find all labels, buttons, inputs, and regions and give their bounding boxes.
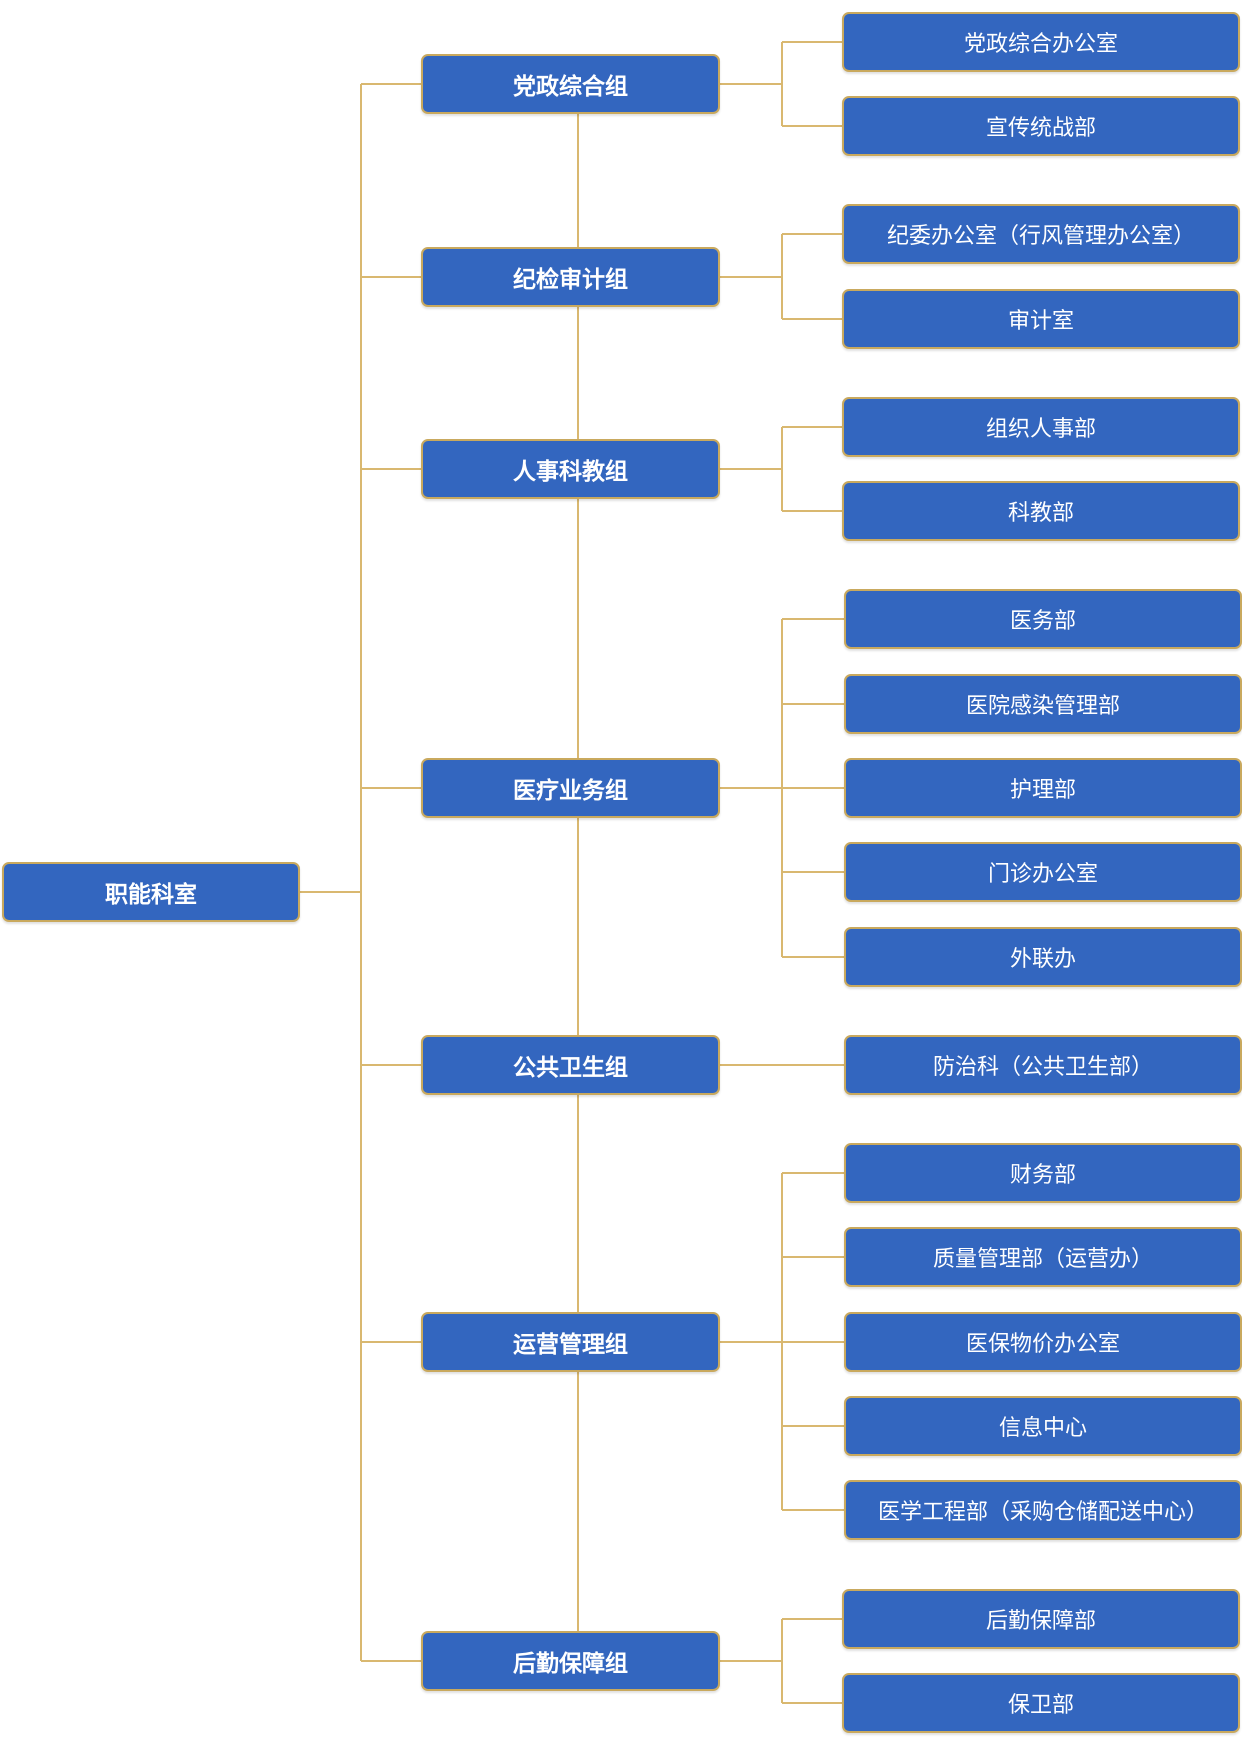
group-label: 人事科教组 xyxy=(513,459,628,485)
leaf-node: 后勤保障部 xyxy=(842,1589,1240,1649)
leaf-label: 医务部 xyxy=(1009,609,1076,634)
leaf-node: 防治科（公共卫生部） xyxy=(844,1035,1242,1095)
group-label: 纪检审计组 xyxy=(513,267,628,293)
group-label: 公共卫生组 xyxy=(513,1055,628,1081)
group-node-discipline: 纪检审计组 xyxy=(421,247,720,307)
leaf-node: 信息中心 xyxy=(844,1396,1242,1456)
leaf-label: 外联办 xyxy=(1009,947,1076,972)
group-node-operations: 运营管理组 xyxy=(421,1312,720,1372)
group-node-personnel: 人事科教组 xyxy=(421,439,720,499)
group-node-medical: 医疗业务组 xyxy=(421,758,720,818)
leaf-node: 科教部 xyxy=(842,481,1240,541)
group-node-public-health: 公共卫生组 xyxy=(421,1035,720,1095)
root-label: 职能科室 xyxy=(105,882,197,908)
leaf-node: 医学工程部（采购仓储配送中心） xyxy=(844,1480,1242,1540)
leaf-label: 财务部 xyxy=(1009,1163,1076,1188)
leaf-node: 财务部 xyxy=(844,1143,1242,1203)
leaf-label: 纪委办公室（行风管理办公室） xyxy=(886,224,1195,249)
leaf-label: 医院感染管理部 xyxy=(965,694,1120,719)
leaf-node: 组织人事部 xyxy=(842,397,1240,457)
leaf-label: 后勤保障部 xyxy=(985,1609,1096,1634)
leaf-node: 党政综合办公室 xyxy=(842,12,1240,72)
group-label: 医疗业务组 xyxy=(513,778,628,804)
leaf-node: 审计室 xyxy=(842,289,1240,349)
leaf-label: 质量管理部（运营办） xyxy=(932,1247,1153,1272)
leaf-label: 医学工程部（采购仓储配送中心） xyxy=(877,1500,1208,1525)
leaf-label: 宣传统战部 xyxy=(985,116,1096,141)
leaf-node: 医务部 xyxy=(844,589,1242,649)
group-label: 运营管理组 xyxy=(513,1332,628,1358)
leaf-label: 保卫部 xyxy=(1007,1693,1074,1718)
group-label: 党政综合组 xyxy=(513,74,628,100)
leaf-label: 医保物价办公室 xyxy=(965,1332,1120,1357)
leaf-label: 组织人事部 xyxy=(985,417,1096,442)
root-node: 职能科室 xyxy=(2,862,300,922)
leaf-node: 门诊办公室 xyxy=(844,842,1242,902)
leaf-label: 党政综合办公室 xyxy=(963,32,1118,57)
leaf-node: 保卫部 xyxy=(842,1673,1240,1733)
leaf-label: 防治科（公共卫生部） xyxy=(932,1055,1153,1080)
group-node-logistics: 后勤保障组 xyxy=(421,1631,720,1691)
leaf-label: 科教部 xyxy=(1007,501,1074,526)
leaf-label: 审计室 xyxy=(1007,309,1074,334)
leaf-node: 宣传统战部 xyxy=(842,96,1240,156)
leaf-label: 护理部 xyxy=(1009,778,1076,803)
leaf-node: 护理部 xyxy=(844,758,1242,818)
leaf-node: 医保物价办公室 xyxy=(844,1312,1242,1372)
group-node-party: 党政综合组 xyxy=(421,54,720,114)
leaf-node: 纪委办公室（行风管理办公室） xyxy=(842,204,1240,264)
group-label: 后勤保障组 xyxy=(513,1651,628,1677)
leaf-node: 医院感染管理部 xyxy=(844,674,1242,734)
leaf-node: 外联办 xyxy=(844,927,1242,987)
leaf-label: 门诊办公室 xyxy=(987,862,1098,887)
leaf-label: 信息中心 xyxy=(998,1416,1087,1441)
leaf-node: 质量管理部（运营办） xyxy=(844,1227,1242,1287)
